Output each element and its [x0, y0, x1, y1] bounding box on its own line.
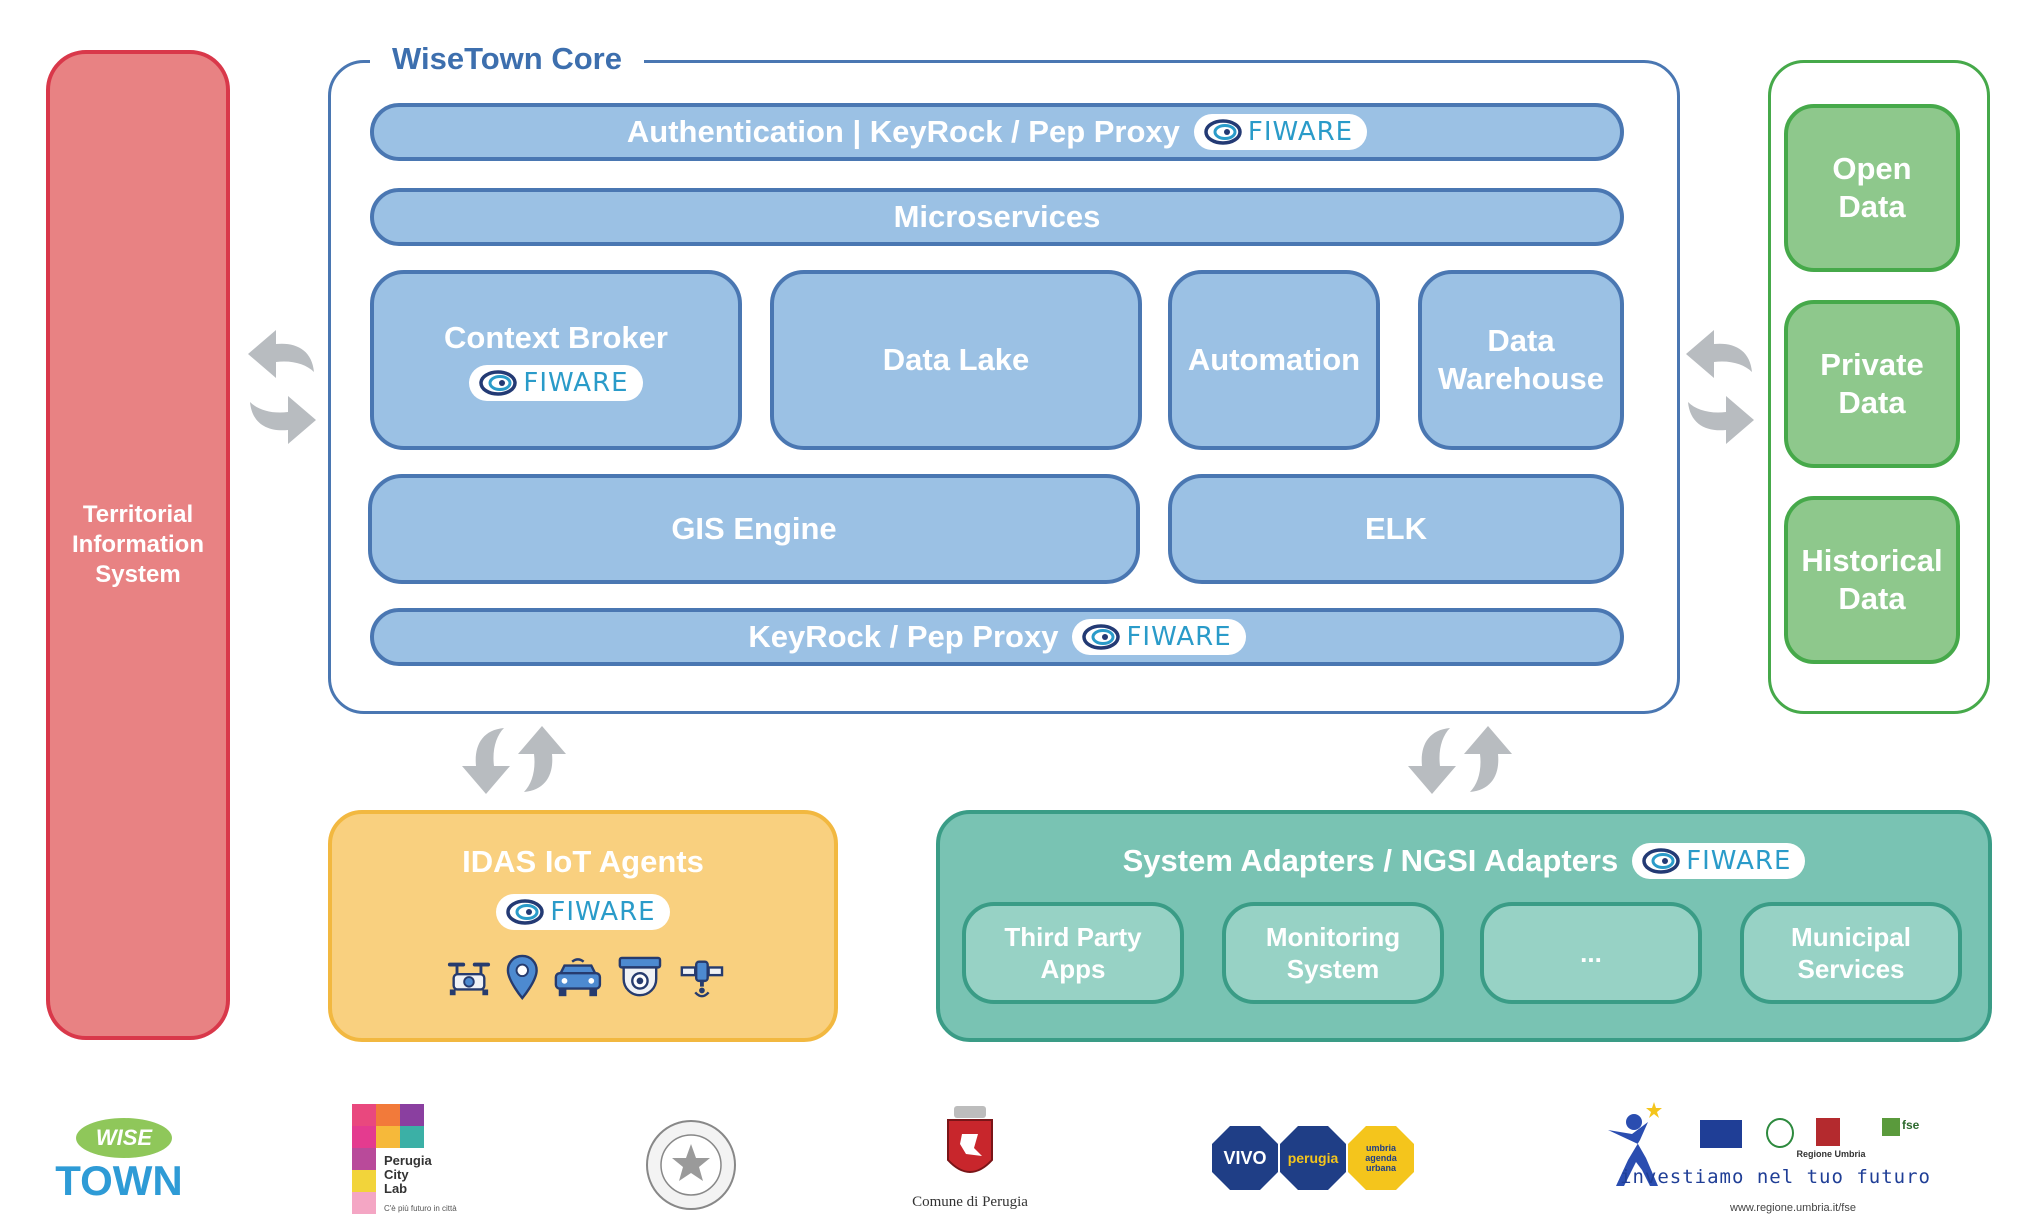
data-lake-label: Data Lake — [882, 342, 1030, 377]
perugia-text: perugia — [1287, 1150, 1339, 1166]
regione-umbria-text: Regione Umbria — [1796, 1149, 1866, 1159]
wisetown-core-title: WiseTown Core — [370, 34, 644, 84]
umbria-text: umbria agenda urbana — [1365, 1143, 1397, 1173]
context-broker-block: Context Broker FIWARE — [370, 270, 742, 450]
regione-umbria-emblem-icon — [1816, 1118, 1840, 1146]
territorial-information-system-panel: Territorial Information System — [46, 50, 230, 1040]
data-warehouse-block: Data Warehouse — [1418, 270, 1624, 450]
eu-flag-icon — [1700, 1120, 1742, 1148]
historical-data-box: Historical Data — [1784, 496, 1960, 664]
idas-exchange-arrows — [446, 724, 582, 796]
perugia-octagon-icon — [1280, 1126, 1346, 1190]
investiamo-text: investiamo nel tuo futuro — [1620, 1166, 1931, 1188]
fiware-badge: FIWARE — [1632, 843, 1806, 879]
adapters-title: System Adapters / NGSI Adapters — [1122, 843, 1619, 878]
gis-engine-label: GIS Engine — [671, 511, 837, 546]
more-adapters-box: ... — [1480, 902, 1702, 1004]
monitoring-system-box: Monitoring System — [1222, 902, 1444, 1004]
satellite-icon — [680, 960, 724, 998]
fiware-swirl-icon — [1204, 119, 1242, 145]
regione-url-text: www.regione.umbria.it/fse — [1730, 1202, 1856, 1214]
presidenza-seal-logo — [644, 1118, 738, 1212]
vivo-octagon-icon — [1212, 1126, 1278, 1190]
more-adapters-label: ... — [1580, 938, 1602, 968]
wisetown-logo: WISE TOWN — [44, 1112, 194, 1208]
territorial-information-system-label: Territorial Information System — [72, 501, 204, 588]
idas-title: IDAS IoT Agents — [462, 844, 704, 879]
left-exchange-arrows — [246, 322, 318, 452]
authentication-bar: Authentication | KeyRock / Pep Proxy FIW… — [370, 103, 1624, 161]
historical-data-label: Historical Data — [1801, 543, 1943, 616]
location-pin-icon — [506, 954, 538, 1000]
monitoring-system-label: Monitoring System — [1265, 922, 1401, 984]
data-warehouse-label: Data Warehouse — [1438, 323, 1604, 396]
investiamo-logo: Regione Umbria fse investiamo nel tuo fu… — [1590, 1096, 1990, 1218]
perugia-city-lab-text: Perugia City Lab — [384, 1153, 432, 1196]
vivo-text: VIVO — [1223, 1147, 1267, 1168]
municipal-services-label: Municipal Services — [1791, 922, 1911, 984]
keyrock-bar-label: KeyRock / Pep Proxy — [748, 619, 1059, 654]
fiware-text: FIWARE — [550, 897, 656, 927]
gis-engine-block: GIS Engine — [368, 474, 1140, 584]
seal-icon — [646, 1120, 736, 1210]
fiware-badge: FIWARE — [1072, 619, 1246, 655]
fiware-text: FIWARE — [1126, 622, 1232, 652]
idas-fiware-row: FIWARE — [332, 892, 834, 932]
private-data-label: Private Data — [1820, 347, 1924, 420]
fiware-swirl-icon — [1642, 848, 1680, 874]
data-lake-block: Data Lake — [770, 270, 1142, 450]
adapters-title-row: System Adapters / NGSI Adapters FIWARE — [940, 838, 1988, 884]
perugia-city-lab-tagline: C'è più futuro in città — [384, 1204, 457, 1213]
italian-republic-emblem-icon — [1766, 1118, 1794, 1148]
automation-block: Automation — [1168, 270, 1380, 450]
griffin-crest-icon — [947, 1106, 993, 1173]
authentication-bar-label: Authentication | KeyRock / Pep Proxy — [626, 114, 1180, 149]
perugia-city-lab-logo: Perugia City Lab C'è più futuro in città — [352, 1104, 482, 1216]
fiware-swirl-icon — [479, 370, 518, 396]
fiware-badge: FIWARE — [496, 894, 670, 930]
keyrock-bar: KeyRock / Pep Proxy FIWARE — [370, 608, 1624, 666]
fiware-badge: FIWARE — [469, 365, 643, 401]
iot-device-icons — [446, 948, 726, 1008]
adapters-exchange-arrows — [1392, 724, 1528, 796]
umbria-octagon-icon — [1348, 1126, 1414, 1190]
fse-text: fse — [1902, 1118, 1920, 1132]
system-adapters-panel: System Adapters / NGSI Adapters FIWARE T… — [936, 810, 1992, 1042]
swap-arrows-vertical-icon — [1408, 726, 1512, 794]
open-data-box: Open Data — [1784, 104, 1960, 272]
swap-arrows-vertical-icon — [462, 726, 566, 794]
fse-emblem-icon — [1882, 1118, 1900, 1136]
vivo-perugia-logo: VIVO perugia umbria agenda urbana — [1210, 1124, 1420, 1192]
comune-di-perugia-text: Comune di Perugia — [912, 1193, 1028, 1210]
security-camera-icon — [618, 956, 662, 997]
drone-icon — [447, 962, 491, 996]
connected-car-icon — [554, 958, 601, 997]
swap-arrows-icon — [248, 330, 316, 444]
open-data-label: Open Data — [1832, 151, 1912, 224]
wisetown-logo-wise: WISE — [76, 1118, 172, 1158]
running-figure-icon — [1608, 1102, 1662, 1186]
right-exchange-arrows — [1684, 322, 1756, 452]
private-data-box: Private Data — [1784, 300, 1960, 468]
automation-label: Automation — [1187, 342, 1361, 377]
microservices-label: Microservices — [893, 199, 1101, 234]
elk-label: ELK — [1365, 511, 1427, 546]
third-party-apps-label: Third Party Apps — [1004, 922, 1142, 984]
fiware-badge: FIWARE — [1193, 114, 1368, 150]
municipal-services-box: Municipal Services — [1740, 902, 1962, 1004]
microservices-bar: Microservices — [370, 188, 1624, 246]
comune-di-perugia-logo: Comune di Perugia — [900, 1104, 1040, 1216]
fiware-text: FIWARE — [1247, 117, 1354, 147]
fiware-swirl-icon — [1082, 624, 1121, 650]
fiware-swirl-icon — [506, 899, 545, 925]
third-party-apps-box: Third Party Apps — [962, 902, 1184, 1004]
wisetown-logo-town: TOWN — [55, 1157, 183, 1204]
fiware-text: FIWARE — [523, 368, 629, 398]
idas-iot-agents-panel: IDAS IoT Agents FIWARE — [328, 810, 838, 1042]
elk-block: ELK — [1168, 474, 1624, 584]
context-broker-label: Context Broker — [444, 320, 668, 355]
swap-arrows-icon — [1686, 330, 1754, 444]
fiware-text: FIWARE — [1686, 846, 1792, 876]
